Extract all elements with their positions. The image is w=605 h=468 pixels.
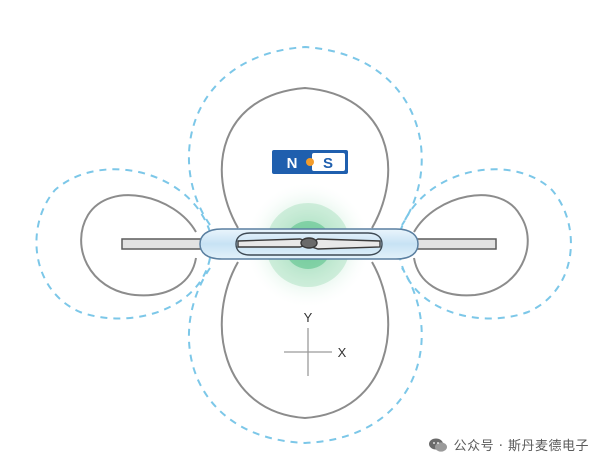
coordinate-axes: Y X: [284, 310, 347, 376]
inner-field-lines: [80, 86, 529, 420]
glass-inner-outline: [235, 232, 383, 256]
lead-left: [121, 238, 209, 250]
outer-field-left: [35, 168, 211, 320]
lead-right: [411, 238, 497, 250]
inner-lobe-left: [80, 194, 197, 297]
inner-lobe-top: [220, 86, 390, 229]
outer-field-bottom: [188, 267, 423, 445]
watermark: 公众号 · 斯丹麦德电子: [428, 435, 589, 454]
outer-field-right: [399, 168, 572, 320]
axis-y-label: Y: [304, 310, 313, 325]
axis-x-label: X: [338, 345, 347, 360]
contact-point: [300, 237, 318, 249]
outer-field-lines: [35, 45, 572, 445]
inner-lobe-right: [413, 194, 529, 297]
reed-blades: [237, 237, 381, 250]
inner-lobe-bottom: [220, 261, 390, 420]
permanent-magnet: N S: [272, 150, 348, 174]
magnet-south-label: S: [323, 155, 333, 172]
magnet-north-label: N: [287, 155, 298, 172]
wechat-icon: [428, 438, 447, 452]
watermark-text: 公众号 · 斯丹麦德电子: [453, 439, 589, 454]
magnet-south-half: [312, 153, 345, 171]
magnet-center-dot: [306, 158, 314, 166]
outer-field-top: [188, 45, 423, 226]
